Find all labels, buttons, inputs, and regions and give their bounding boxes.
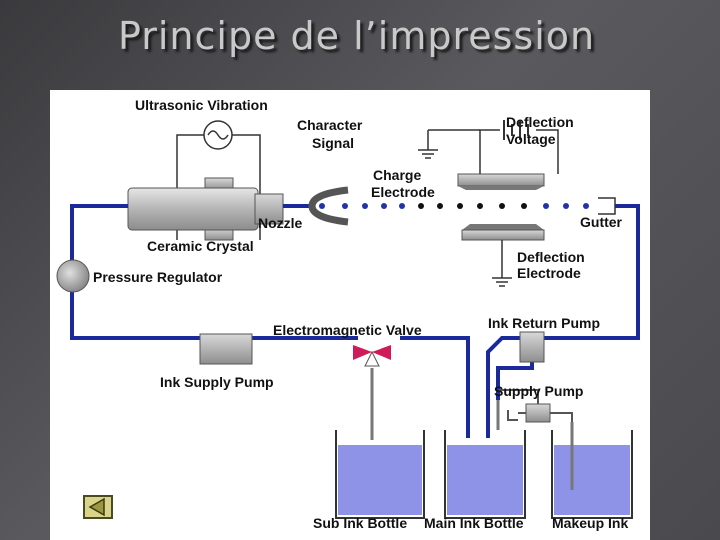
label-ceramic-crystal: Ceramic Crystal [147, 238, 254, 254]
label-nozzle: Nozzle [258, 215, 303, 231]
back-button[interactable] [83, 495, 113, 519]
gutter [598, 197, 616, 215]
label-gutter: Gutter [580, 214, 623, 230]
deflection-assembly [418, 120, 559, 287]
ground-icon [418, 130, 438, 159]
label-character-signal-2: Signal [312, 135, 354, 151]
label-electromagnetic-valve: Electromagnetic Valve [273, 322, 422, 338]
back-arrow-icon [88, 497, 105, 517]
label-ultrasonic-vibration: Ultrasonic Vibration [135, 97, 268, 113]
ceramic-crystal [127, 187, 259, 231]
label-sub-ink-bottle: Sub Ink Bottle [313, 515, 407, 531]
ground-icon-2 [492, 240, 512, 287]
label-character-signal-1: Character [297, 117, 363, 133]
supply-pump [498, 389, 573, 423]
label-deflection-voltage-1: Deflection [506, 114, 574, 130]
ink-lines [70, 204, 640, 438]
diagram-labels: Ultrasonic Vibration Character Signal De… [93, 97, 628, 531]
label-supply-pump: Supply Pump [494, 383, 583, 399]
inkjet-diagram: Ultrasonic Vibration Character Signal De… [50, 90, 650, 540]
slide-title: Principe de l’impression [118, 14, 596, 58]
label-deflection-voltage-2: Voltage [506, 131, 556, 147]
label-main-ink-bottle: Main Ink Bottle [424, 515, 524, 531]
label-charge-electrode-2: Electrode [371, 184, 435, 200]
label-deflection-electrode-2: Electrode [517, 265, 581, 281]
diagram-svg: Ultrasonic Vibration Character Signal De… [56, 97, 640, 531]
label-charge-electrode-1: Charge [373, 167, 421, 183]
label-deflection-electrode-1: Deflection [517, 249, 585, 265]
battery-icon [503, 120, 529, 140]
print-head [127, 177, 284, 241]
pressure-regulator [56, 259, 90, 293]
ink-bottles [335, 400, 633, 519]
electromagnetic-valve [353, 345, 391, 440]
label-makeup-ink: Makeup Ink [552, 515, 628, 531]
label-ink-supply-pump: Ink Supply Pump [160, 374, 274, 390]
label-ink-return-pump: Ink Return Pump [488, 315, 600, 331]
ink-droplets [319, 203, 589, 209]
label-pressure-regulator: Pressure Regulator [93, 269, 223, 285]
charge-electrode [308, 186, 349, 226]
ink-supply-pump [199, 333, 253, 365]
ink-return-pump [519, 331, 545, 363]
